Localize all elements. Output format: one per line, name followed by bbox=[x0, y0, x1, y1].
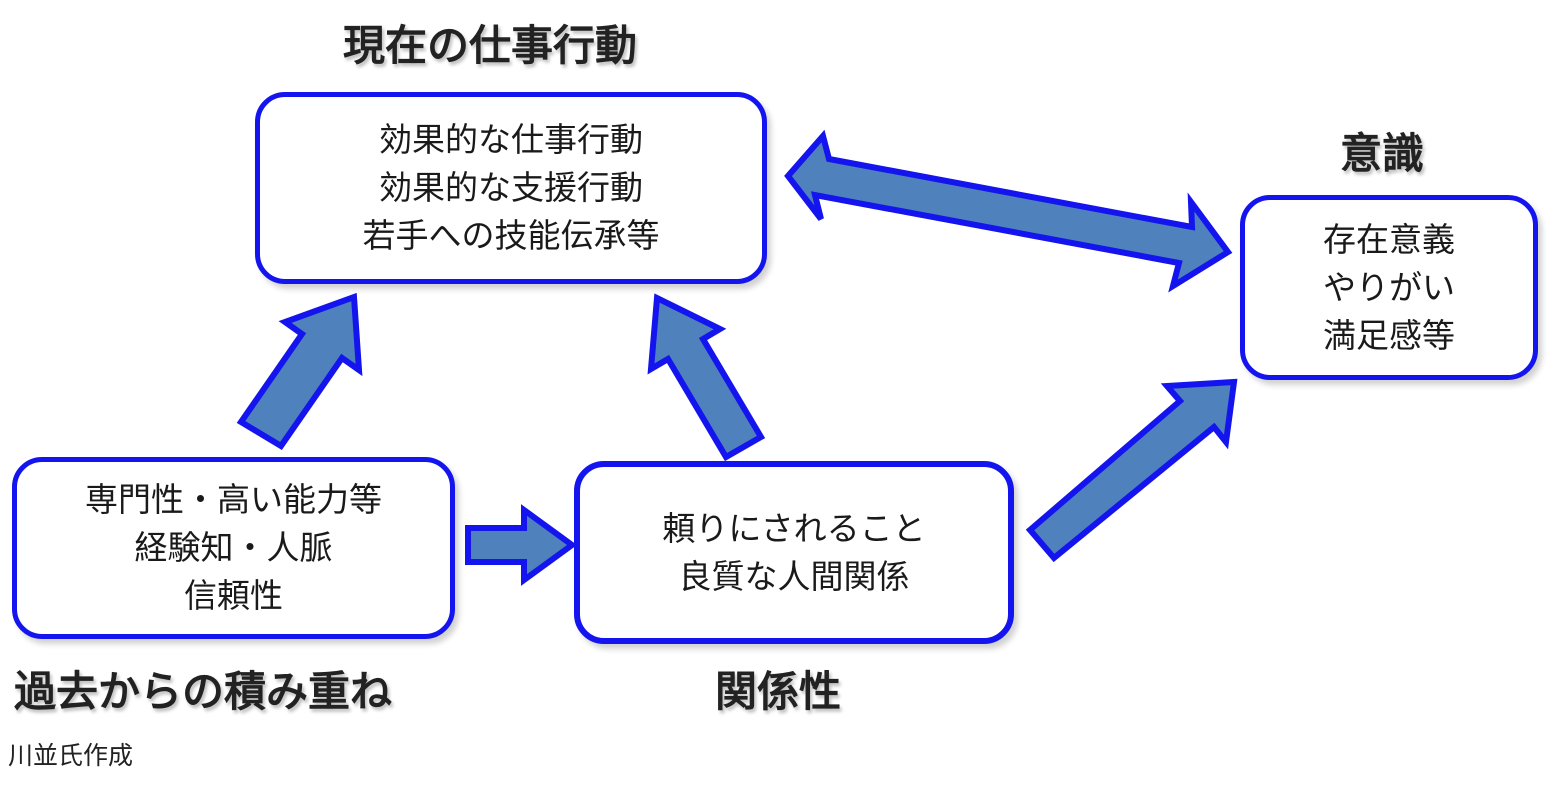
box-line: 若手への技能伝承等 bbox=[362, 216, 660, 255]
box-line: 存在意義 bbox=[1323, 219, 1455, 259]
box-line: 効果的な支援行動 bbox=[379, 168, 643, 207]
arrow-past-to-current bbox=[236, 292, 363, 451]
box-line: 効果的な仕事行動 bbox=[379, 120, 643, 159]
arrow-relationship-to-consciousness bbox=[1025, 378, 1238, 563]
box-consciousness: 存在意義 やりがい 満足感等 bbox=[1240, 195, 1538, 380]
credit-text: 川並氏作成 bbox=[8, 741, 134, 770]
box-line: やりがい bbox=[1323, 267, 1455, 307]
box-line: 満足感等 bbox=[1323, 315, 1455, 355]
box-line: 専門性・高い能力等 bbox=[85, 480, 382, 519]
box-line: 経験知・人脈 bbox=[134, 528, 333, 567]
arrow-current-consciousness-bidirectional bbox=[784, 129, 1233, 293]
box-current-behavior: 効果的な仕事行動 効果的な支援行動 若手への技能伝承等 bbox=[255, 92, 767, 284]
arrow-relationship-to-current bbox=[647, 293, 766, 462]
label-consciousness: 意識 bbox=[1340, 129, 1425, 178]
label-past-accumulation: 過去からの積み重ね bbox=[14, 667, 393, 716]
box-relationship: 頼りにされること 良質な人間関係 bbox=[574, 461, 1014, 644]
label-current-behavior: 現在の仕事行動 bbox=[343, 21, 638, 70]
arrow-past-to-relationship bbox=[465, 504, 578, 586]
box-past-accumulation: 専門性・高い能力等 経験知・人脈 信頼性 bbox=[12, 457, 455, 639]
box-line: 信頼性 bbox=[184, 576, 283, 615]
box-line: 良質な人間関係 bbox=[678, 556, 910, 596]
box-line: 頼りにされること bbox=[662, 508, 926, 548]
label-relationship: 関係性 bbox=[715, 667, 842, 716]
